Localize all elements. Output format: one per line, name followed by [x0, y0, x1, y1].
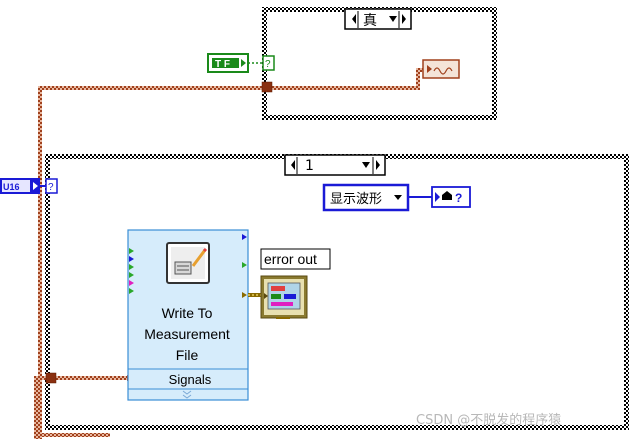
vi-title-line: Write To	[162, 305, 213, 321]
selector-next-icon[interactable]	[376, 160, 380, 170]
file-write-icon	[166, 242, 210, 284]
arrow-icon	[241, 59, 246, 67]
arrow-icon	[33, 182, 38, 190]
arrow-icon	[264, 293, 268, 299]
terminal-marker	[242, 292, 247, 298]
error-out-indicator[interactable]	[260, 275, 308, 319]
top-case-selector-value: 真	[363, 13, 377, 29]
error-out-label-text: error out	[264, 251, 317, 267]
expand-chevron-icon[interactable]	[182, 390, 192, 399]
bottom-case-selector-value: 1	[305, 158, 314, 174]
arrow-icon	[435, 192, 440, 202]
arrow-icon	[427, 65, 432, 73]
u16-control-text: U16	[3, 182, 20, 192]
boolean-constant-text: T F	[215, 59, 230, 70]
selector-prev-icon[interactable]	[291, 160, 295, 170]
bottom-case-selector-terminal[interactable]: ?	[45, 178, 58, 194]
terminal-marker	[129, 272, 134, 278]
terminal-marker	[129, 280, 134, 286]
u16-control[interactable]: U16	[0, 178, 40, 194]
terminal-marker	[129, 264, 134, 270]
waveform-icon	[433, 67, 453, 75]
boolean-constant[interactable]: T F	[207, 53, 249, 73]
error-cluster-wire[interactable]	[248, 293, 262, 297]
terminal-marker	[129, 248, 134, 254]
selector-dropdown-icon[interactable]	[389, 16, 397, 22]
selector-dropdown-icon[interactable]	[362, 162, 370, 168]
watermark: CSDN @不脱发的程序猿	[416, 412, 561, 428]
tunnel	[261, 81, 273, 93]
error-out-label: error out	[260, 248, 331, 270]
selector-terminal-mark: ?	[265, 59, 271, 70]
top-case-selector[interactable]: 真	[344, 8, 412, 30]
property-node[interactable]: ?	[431, 186, 471, 208]
waveform-wire[interactable]	[34, 68, 424, 439]
ring-constant[interactable]: 显示波形	[322, 183, 410, 212]
signals-terminal[interactable]	[129, 370, 247, 388]
vi-title-line: Measurement	[144, 326, 230, 342]
ring-constant-text: 显示波形	[330, 192, 382, 207]
selector-next-icon[interactable]	[402, 14, 406, 24]
tunnel	[45, 372, 57, 384]
property-node-question: ?	[455, 191, 462, 205]
home-icon	[442, 191, 452, 200]
vi-title-line: File	[176, 347, 199, 363]
selector-prev-icon[interactable]	[352, 14, 356, 24]
selector-terminal-mark: ?	[48, 182, 54, 193]
terminal-marker	[129, 288, 134, 294]
top-case-selector-terminal[interactable]: ?	[262, 55, 275, 71]
terminal-marker	[242, 234, 247, 240]
terminal-marker	[242, 262, 247, 268]
bottom-case-selector[interactable]: 1	[284, 154, 386, 176]
waveform-indicator[interactable]	[422, 59, 460, 79]
signals-terminal-label: Signals	[169, 372, 212, 387]
terminal-marker	[129, 256, 134, 262]
write-to-measurement-file-vi[interactable]: Write To Measurement File Signals	[127, 229, 249, 401]
chevron-down-icon[interactable]	[394, 195, 402, 200]
